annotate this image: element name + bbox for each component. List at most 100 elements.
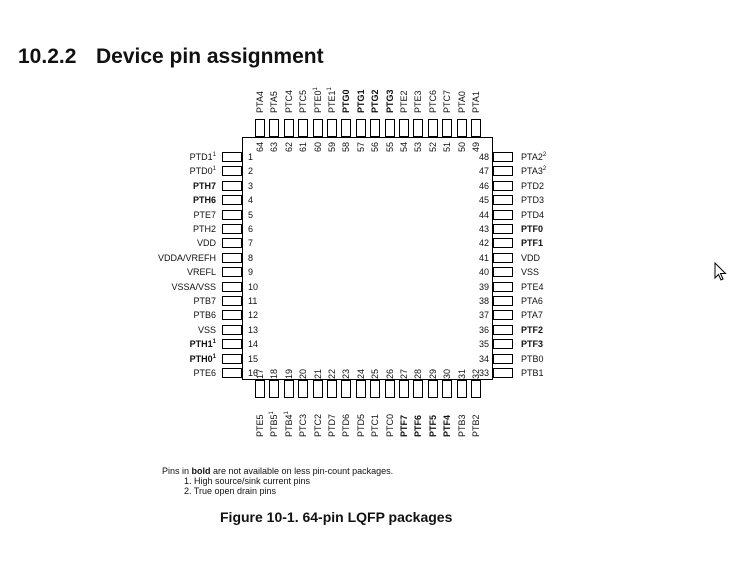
pin-number: 39 <box>478 281 489 292</box>
pin-name: PTD2 <box>521 181 544 191</box>
pin-name: PTG1 <box>356 89 366 113</box>
pin-name-text: PTF3 <box>521 339 544 350</box>
pin-name: PTC5 <box>298 90 308 113</box>
pin-number: 37 <box>478 310 489 321</box>
pin-name: PTF7 <box>399 415 409 437</box>
pin-name: PTC3 <box>298 414 308 437</box>
pin-name-text: PTD6 <box>341 413 352 437</box>
pin-name: PTG3 <box>385 89 395 113</box>
pin-number: 20 <box>298 368 309 379</box>
footnote-pre: Pins in <box>162 466 192 476</box>
pin-number: 58 <box>341 141 352 152</box>
pin-number: 1 <box>248 152 254 162</box>
pin-name: VSS <box>198 325 216 335</box>
pin-name-text: PTH7 <box>192 180 216 191</box>
pin-name-text: PTG0 <box>341 89 352 113</box>
pin-number: 5 <box>248 209 254 220</box>
pin-name-text: PTD4 <box>521 209 545 220</box>
pin-name: PTC6 <box>428 90 438 113</box>
pin-name-text: PTG2 <box>370 89 381 113</box>
pin-pad <box>399 119 409 137</box>
pin-pad <box>370 380 381 398</box>
pin-name: VREFL <box>187 267 216 277</box>
pin-name-text: PTA5 <box>269 91 280 113</box>
pin-pad <box>222 267 242 278</box>
pin-name: PTH6 <box>193 195 216 205</box>
pin-name: PTH7 <box>193 181 216 191</box>
pin-pad <box>493 267 513 278</box>
pin-number: 32 <box>471 368 481 379</box>
pin-name: PTG2 <box>370 89 380 113</box>
pin-name: PTB1 <box>521 368 544 378</box>
pin-name-text: PTE6 <box>193 368 216 378</box>
pin-name: PTA0 <box>457 91 467 113</box>
pin-name-text: PTB1 <box>521 368 544 378</box>
pin-pad <box>442 380 453 398</box>
pin-pad <box>222 238 242 249</box>
pin-pad <box>222 296 242 306</box>
pin-name: PTB7 <box>193 296 216 306</box>
pin-pad <box>456 119 467 137</box>
pin-name-text: PTC6 <box>427 89 438 113</box>
pin-name-text: PTE3 <box>413 90 424 113</box>
pin-number: 7 <box>248 238 254 249</box>
pin-number: 24 <box>355 368 366 379</box>
pin-name-text: PTE4 <box>521 281 544 292</box>
pin-footnote-mark: 1 <box>327 87 333 91</box>
pin-name: PTF3 <box>521 339 543 349</box>
pin-name-text: PTH1 <box>189 339 213 350</box>
pin-number: 56 <box>370 141 381 152</box>
pin-pad <box>222 339 242 350</box>
pin-name-text: PTE0 <box>312 90 323 113</box>
pin-pad <box>355 380 366 398</box>
pin-name-text: VREFL <box>186 267 216 278</box>
pin-name: PTE7 <box>193 210 216 220</box>
pin-number: 55 <box>384 141 395 152</box>
pin-name: PTE5 <box>255 414 265 437</box>
pin-footnote-mark: 1 <box>312 87 319 91</box>
pin-number: 64 <box>255 141 265 152</box>
pin-name-text: PTD7 <box>327 413 337 437</box>
figure-caption: Figure 10-1. 64-pin LQFP packages <box>220 509 453 525</box>
pin-footnote-mark: 2 <box>542 152 547 158</box>
pin-number: 25 <box>370 368 381 379</box>
pin-name-text: PTA0 <box>456 91 467 113</box>
pin-pad <box>413 380 424 398</box>
pin-number: 54 <box>399 141 409 152</box>
pin-pad <box>255 119 265 137</box>
pin-name-text: VDD <box>521 252 541 263</box>
pin-number: 53 <box>413 141 424 152</box>
pin-name: PTD6 <box>341 414 351 437</box>
pin-pad <box>222 224 242 234</box>
pin-pad <box>493 324 513 335</box>
footnote-bold-word: bold <box>191 466 211 476</box>
pin-name: PTD01 <box>190 166 216 176</box>
pin-pad <box>493 152 513 162</box>
pin-pad <box>471 119 481 137</box>
pin-pad <box>493 368 513 378</box>
pin-number: 27 <box>399 368 409 379</box>
pin-pad <box>493 238 513 249</box>
pin-name-text: PTB6 <box>193 310 216 321</box>
pin-name-text: PTG1 <box>355 89 366 113</box>
pin-number: 43 <box>478 224 489 234</box>
pin-number: 34 <box>478 353 489 364</box>
pin-name-text: PTH6 <box>192 195 216 206</box>
pin-pad <box>493 180 513 191</box>
pin-name: PTE6 <box>193 368 216 378</box>
pin-name: PTB51 <box>269 411 279 437</box>
footnote-note-2: 2. True open drain pins <box>184 486 277 496</box>
pin-name: PTC2 <box>313 414 323 437</box>
pin-name: VDDA/VREFH <box>158 253 216 263</box>
pin-name: PTA5 <box>269 91 279 113</box>
pin-pad <box>327 380 337 398</box>
pin-pad <box>269 380 280 398</box>
pin-footnote-mark: 1 <box>212 353 216 360</box>
pin-pad <box>355 119 366 137</box>
pin-name-text: PTB3 <box>456 414 467 437</box>
pin-number: 50 <box>456 141 467 152</box>
pin-name-text: VSS <box>521 267 540 278</box>
pin-number: 42 <box>478 238 489 249</box>
pin-pad <box>327 119 337 137</box>
pin-name: PTF6 <box>413 415 423 437</box>
